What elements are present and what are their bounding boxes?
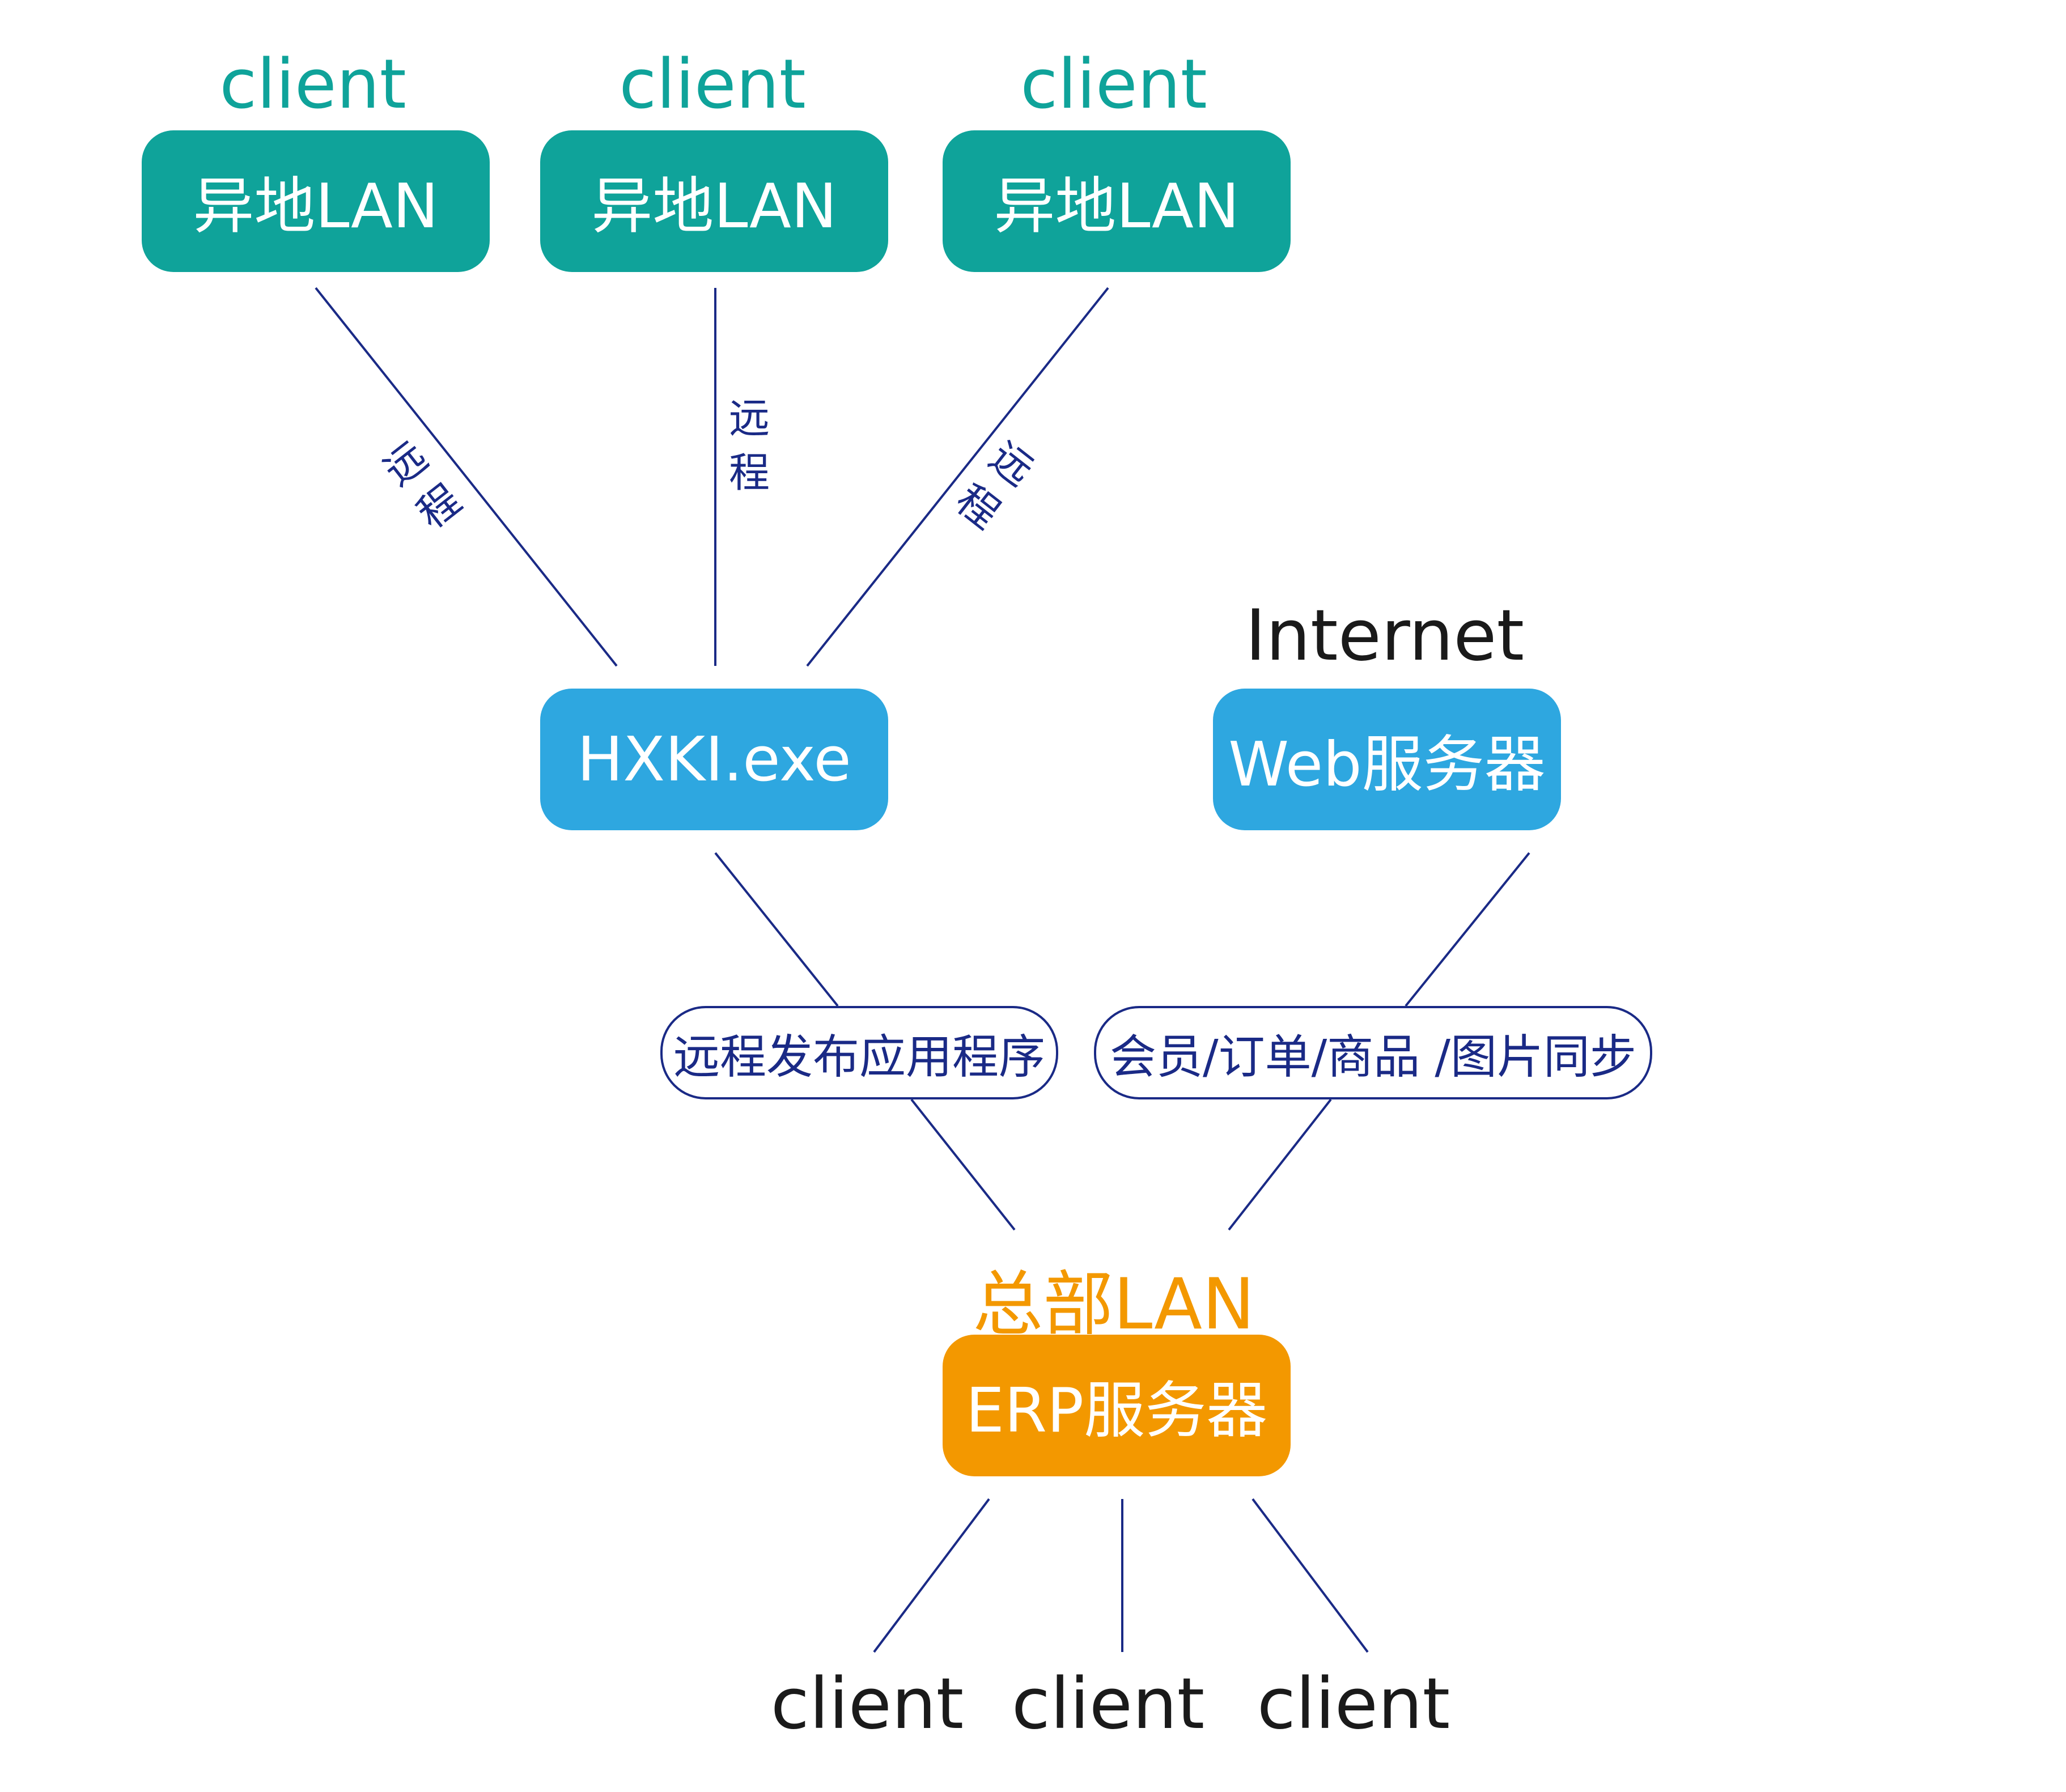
hq-caption: 总部LAN bbox=[973, 1264, 1255, 1345]
local-client-3: client bbox=[1257, 1663, 1450, 1745]
web-server-box: Web服务器 bbox=[1213, 689, 1561, 830]
internet-caption: Internet bbox=[1245, 595, 1525, 677]
connector-web-to-pill bbox=[1405, 852, 1530, 1007]
connector-hq-client-3 bbox=[1252, 1498, 1369, 1653]
connector-hq-client-1 bbox=[873, 1498, 990, 1653]
connector-app-to-pill bbox=[714, 852, 839, 1007]
branch-3-caption: client bbox=[1020, 45, 1207, 124]
remote-lan-box-2: 异地LAN bbox=[540, 130, 888, 272]
remote-lan-box-1: 异地LAN bbox=[142, 130, 490, 272]
connector-pill-to-hq-left bbox=[910, 1098, 1016, 1231]
branch-1-caption: client bbox=[219, 45, 406, 124]
erp-server-box: ERP服务器 bbox=[943, 1335, 1291, 1476]
app-server-box: HXKI.exe bbox=[540, 689, 888, 830]
local-client-2: client bbox=[1011, 1663, 1205, 1745]
local-client-1: client bbox=[770, 1663, 964, 1745]
connector-pill-to-hq-right bbox=[1228, 1098, 1332, 1231]
branch-2-caption: client bbox=[619, 45, 806, 124]
edge-label-branch-2: 远程 bbox=[728, 394, 770, 496]
remote-lan-box-3: 异地LAN bbox=[943, 130, 1291, 272]
connector-branch-1 bbox=[315, 287, 618, 667]
sync-pill: 会员/订单/商品 /图片同步 bbox=[1094, 1006, 1652, 1099]
connector-branch-3 bbox=[806, 287, 1109, 667]
remote-publish-pill: 远程发布应用程序 bbox=[660, 1006, 1058, 1099]
